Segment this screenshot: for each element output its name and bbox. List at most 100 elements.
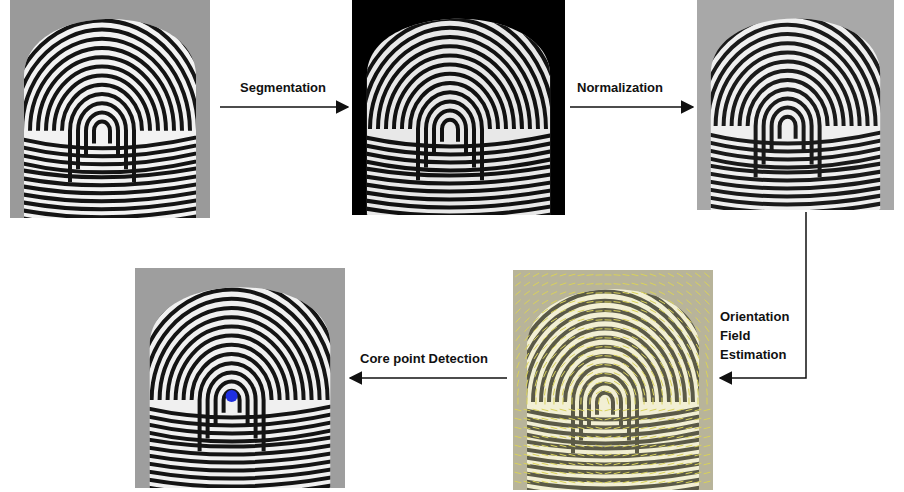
- orientation-tick: [641, 345, 647, 349]
- orientation-tick: [587, 319, 594, 320]
- orientation-tick: [535, 389, 536, 396]
- orientation-tick: [677, 300, 683, 304]
- orientation-tick: [670, 380, 672, 387]
- orientation-tick: [587, 328, 594, 329]
- orientation-tick: [578, 436, 585, 438]
- orientation-tick: [614, 373, 620, 376]
- orientation-tick: [659, 274, 665, 277]
- orientation-tick: [614, 445, 621, 447]
- orientation-tick: [560, 481, 567, 483]
- orientation-tick: [686, 273, 692, 277]
- orientation-tick: [624, 380, 629, 385]
- ridge-line: [692, 200, 899, 213]
- orientation-tick: [650, 327, 656, 331]
- orientation-tick: [569, 319, 575, 322]
- orientation-tick: [524, 454, 531, 456]
- orientation-tick: [605, 427, 612, 429]
- orientation-tick: [533, 282, 539, 286]
- orientation-tick: [695, 273, 701, 277]
- orientation-tick: [670, 398, 671, 405]
- orientation-tick: [560, 454, 567, 456]
- ridge-line: [130, 418, 350, 434]
- orientation-tick: [688, 398, 689, 405]
- fingerprint-image: [548, 0, 904, 245]
- ridge-line: [426, 101, 474, 167]
- ridge-line: [347, 179, 570, 192]
- orientation-tick: [623, 472, 630, 474]
- orientation-tick: [696, 335, 700, 341]
- orientation-tick: [515, 291, 520, 295]
- orientation-tick: [516, 335, 520, 341]
- orientation-tick: [641, 336, 647, 340]
- orientation-tick: [580, 398, 581, 405]
- orientation-tick: [551, 427, 558, 429]
- ridge-line: [556, 0, 904, 126]
- orientation-tick: [704, 454, 711, 456]
- orientation-tick: [678, 326, 683, 331]
- orientation-tick: [686, 454, 693, 456]
- orientation-tick: [697, 371, 699, 378]
- orientation-tick: [704, 481, 711, 483]
- orientation-tick: [578, 481, 585, 483]
- orientation-tick: [596, 337, 603, 339]
- fingerprint-image: [210, 0, 690, 248]
- orientation-tick: [560, 310, 566, 313]
- orientation-tick: [668, 454, 675, 456]
- orientation-tick: [544, 380, 546, 387]
- orientation-tick: [535, 398, 536, 405]
- orientation-tick: [542, 309, 548, 313]
- step-label: Segmentation: [240, 78, 326, 97]
- orientation-tick: [659, 327, 665, 331]
- ridge-line: [668, 0, 904, 126]
- orientation-tick: [560, 427, 567, 429]
- ridge-line: [5, 237, 215, 250]
- orientation-tick: [515, 436, 522, 438]
- orientation-tick: [596, 292, 603, 293]
- orientation-tick: [562, 380, 565, 386]
- orientation-tick: [596, 328, 603, 330]
- orientation-tick: [542, 318, 548, 322]
- orientation-tick: [650, 454, 657, 456]
- orientation-tick: [552, 353, 557, 358]
- orientation-tick: [625, 398, 626, 405]
- orientation-tick: [605, 274, 612, 275]
- orientation-tick: [641, 292, 648, 294]
- orientation-tick: [706, 362, 708, 369]
- orientation-tick: [669, 353, 673, 359]
- orientation-tick: [677, 454, 684, 456]
- orientation-tick: [551, 309, 557, 312]
- ridge-line: [226, 0, 674, 129]
- orientation-tick: [678, 335, 683, 340]
- orientation-tick: [651, 371, 655, 377]
- fingerprint-image: [0, 124, 472, 492]
- ridge-line: [120, 271, 344, 400]
- orientation-tick: [553, 398, 554, 405]
- orientation-tick: [578, 301, 585, 303]
- orientation-tick: [650, 274, 657, 276]
- orientation-tick: [534, 353, 538, 359]
- core-point: [226, 390, 238, 402]
- ridge-line: [692, 128, 899, 144]
- orientation-tick: [661, 398, 662, 405]
- orientation-tick: [517, 380, 518, 387]
- orientation-tick: [641, 283, 648, 285]
- orientation-tick: [642, 380, 645, 386]
- orientation-tick: [706, 371, 708, 378]
- orientation-tick: [651, 353, 656, 358]
- fingerprint-image: [0, 0, 342, 249]
- ridge-line: [54, 76, 150, 131]
- ridge-line: [0, 0, 286, 131]
- orientation-tick: [697, 380, 698, 387]
- orientation-tick: [516, 344, 520, 350]
- ridge-line: [0, 0, 246, 131]
- orientation-tick: [706, 353, 709, 359]
- orientation-tick: [677, 309, 682, 313]
- ridge-line: [5, 173, 215, 186]
- orientation-tick: [642, 362, 647, 367]
- ridge-line: [692, 168, 899, 181]
- orientation-tick: [578, 363, 584, 367]
- ridge-line: [290, 0, 610, 129]
- orientation-tick: [596, 418, 603, 420]
- orientation-tick: [677, 409, 684, 411]
- orientation-tick: [515, 418, 522, 420]
